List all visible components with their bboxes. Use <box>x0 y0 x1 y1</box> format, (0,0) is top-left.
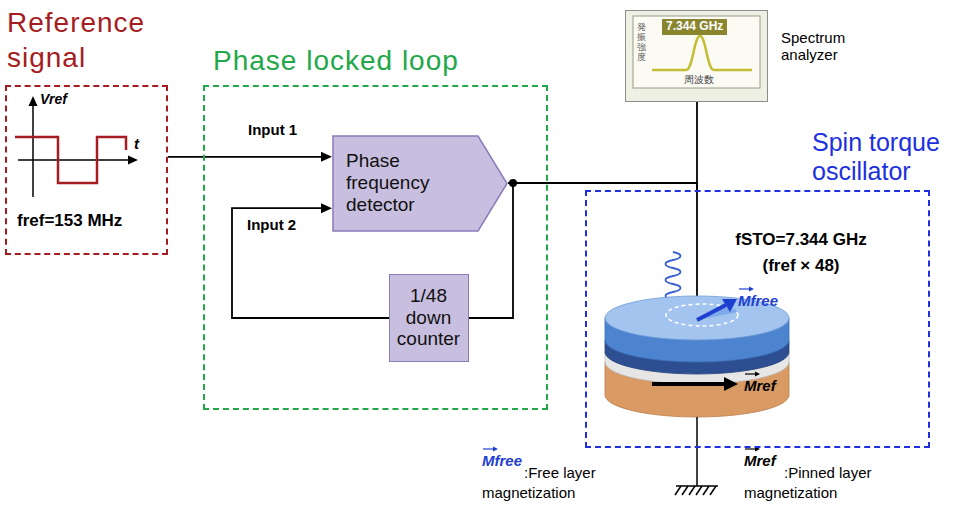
input-label: Input 2 <box>247 216 296 233</box>
signal-wire <box>508 183 697 190</box>
microwave-emission <box>666 252 681 300</box>
sto-group-box: Spin torque oscillatorfSTO=7.344 GHz (fr… <box>585 190 930 448</box>
key-symbol: Mfree <box>482 452 522 469</box>
key-description: :Pinned layer magnetization <box>744 463 944 502</box>
ground-symbol <box>675 417 718 495</box>
spin-valve-stack <box>605 296 789 417</box>
signal-wire <box>168 152 332 162</box>
key-symbol: Mref <box>744 452 776 469</box>
wire-line <box>508 183 697 190</box>
frequency-label: fSTO=7.344 GHz (fref × 48) <box>725 227 877 278</box>
axis-label: 周波数 <box>684 74 714 86</box>
group-title: Spin torque oscillator <box>812 128 961 186</box>
axis-label: t <box>134 135 139 152</box>
wire-line <box>696 102 698 190</box>
frequency-label: fref=153 MHz <box>17 211 122 231</box>
signal-wire <box>697 102 698 190</box>
axis-label-vertical: 発振強度 <box>637 23 646 63</box>
vector-label: Mref <box>744 377 776 394</box>
counter-block: 1/48 down counter <box>389 274 469 362</box>
arrow-head <box>321 203 332 213</box>
block-label: Phase frequency detector <box>346 150 464 216</box>
junction-dot <box>509 179 517 187</box>
detector-block: Phase frequency detector <box>332 135 508 232</box>
arrow-head <box>321 152 332 162</box>
spectrum-analyzer-device <box>625 10 768 102</box>
vector-arrows <box>483 287 760 452</box>
reference-signal-box: Reference signalfref=153 MHz <box>5 85 168 255</box>
wire-line <box>168 156 323 158</box>
device-title: Spectrum analyzer <box>781 29 871 64</box>
spectrum-analyzer: 7.344 GHz発振強度周波数Spectrum analyzer <box>625 10 768 102</box>
group-title: Reference signal <box>7 5 182 75</box>
square-wave-graph <box>15 96 138 197</box>
vector-label: Mfree <box>738 292 778 309</box>
axis-label: Vref <box>40 91 67 107</box>
screen-readout: 7.344 GHz <box>662 19 727 35</box>
key-description: :Free layer magnetization <box>482 463 647 502</box>
input-label: Input 1 <box>248 121 297 138</box>
block-label: 1/48 down counter <box>394 285 464 351</box>
group-title: Phase locked loop <box>213 45 459 77</box>
pentagon-shape <box>333 136 507 231</box>
